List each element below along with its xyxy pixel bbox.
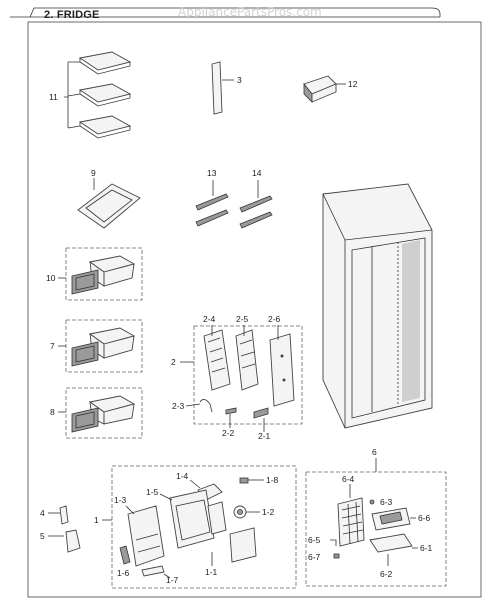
callout-1: 1 [94, 515, 99, 525]
part-1-1-plate[interactable] [207, 501, 257, 563]
part-12-control[interactable] [303, 75, 337, 103]
part-2-6-cover[interactable] [269, 333, 295, 407]
callout-14: 14 [252, 168, 262, 178]
part-5-cap[interactable] [65, 529, 81, 553]
callout-5: 5 [40, 531, 45, 541]
part-1-6-clip[interactable] [119, 545, 131, 565]
callout-2-4: 2-4 [203, 314, 216, 324]
group-box-1 [111, 465, 297, 589]
callout-4: 4 [40, 508, 45, 518]
part-4-lens[interactable] [59, 505, 69, 525]
part-1-7-strip[interactable] [141, 565, 165, 577]
part-shelves-11[interactable] [78, 51, 132, 139]
callout-1-7: 1-7 [166, 575, 179, 585]
callout-13: 13 [207, 168, 217, 178]
callout-1-4: 1-4 [176, 471, 189, 481]
part-2-5-duct[interactable] [235, 329, 259, 391]
part-1-8-bulb[interactable] [239, 477, 249, 484]
group-box-8 [65, 387, 143, 439]
callout-2: 2 [171, 357, 176, 367]
leader-1-7 [163, 573, 171, 579]
leader-2-3 [185, 403, 201, 407]
part-2-2-clip[interactable] [225, 407, 237, 415]
part-6-3-screw[interactable] [369, 499, 375, 505]
part-7-crisper[interactable] [71, 327, 136, 367]
part-10-crisper[interactable] [71, 255, 136, 295]
callout-9: 9 [91, 168, 96, 178]
section-header-bar [10, 7, 441, 18]
callout-2-5: 2-5 [236, 314, 249, 324]
part-6-6-bracket[interactable] [371, 507, 411, 531]
part-6-4-evaporator[interactable] [337, 497, 365, 547]
diagram-frame [27, 21, 482, 598]
callout-6-4: 6-4 [342, 474, 355, 484]
callout-6-1: 6-1 [420, 543, 433, 553]
callout-10: 10 [46, 273, 56, 283]
callout-2-6: 2-6 [268, 314, 281, 324]
leader-1-4 [189, 479, 201, 489]
callout-1-6: 1-6 [117, 568, 130, 578]
part-3-strip[interactable] [211, 61, 223, 115]
part-1-5-cover[interactable] [169, 489, 215, 549]
leader-1-3 [125, 505, 135, 515]
callout-2-1: 2-1 [258, 431, 271, 441]
section-title: 2. FRIDGE [44, 9, 100, 21]
callout-2-2: 2-2 [222, 428, 235, 438]
part-1-2-fan[interactable] [233, 505, 247, 519]
part-13-rails[interactable] [195, 193, 229, 227]
callout-1-3: 1-3 [114, 495, 127, 505]
callout-1-5: 1-5 [146, 487, 159, 497]
callout-1-1: 1-1 [205, 567, 218, 577]
callout-2-3: 2-3 [172, 401, 185, 411]
group-box-10 [65, 247, 143, 301]
watermark-text: AppliancePartsPros.com [178, 5, 322, 19]
callout-6-2: 6-2 [380, 569, 393, 579]
leader-11 [64, 61, 81, 129]
callout-6-3: 6-3 [380, 497, 393, 507]
callout-7: 7 [50, 341, 55, 351]
part-14-rails[interactable] [239, 195, 273, 229]
part-6-1-tray[interactable] [369, 533, 413, 553]
part-6-7-sensor[interactable] [333, 553, 340, 559]
callout-6-7: 6-7 [308, 552, 321, 562]
part-2-1-sensor[interactable] [253, 407, 269, 419]
group-box-2 [193, 325, 303, 425]
callout-11: 11 [49, 92, 58, 102]
callout-6: 6 [372, 447, 377, 457]
leader-1-5 [159, 493, 173, 501]
callout-1-8: 1-8 [266, 475, 279, 485]
callout-3: 3 [237, 75, 242, 85]
callout-6-6: 6-6 [418, 513, 431, 523]
section-header: 2. FRIDGE [8, 6, 440, 21]
part-2-3-wire[interactable] [199, 399, 213, 413]
callout-8: 8 [50, 407, 55, 417]
part-2-4-duct[interactable] [203, 329, 231, 391]
part-8-crisper[interactable] [71, 395, 136, 433]
callout-6-5: 6-5 [308, 535, 321, 545]
part-9-tray[interactable] [77, 183, 141, 229]
part-6-5-heater[interactable] [330, 539, 337, 546]
fridge-cabinet[interactable] [322, 183, 433, 429]
callout-12: 12 [348, 79, 358, 89]
part-1-3-case[interactable] [127, 505, 165, 567]
callout-1-2: 1-2 [262, 507, 275, 517]
